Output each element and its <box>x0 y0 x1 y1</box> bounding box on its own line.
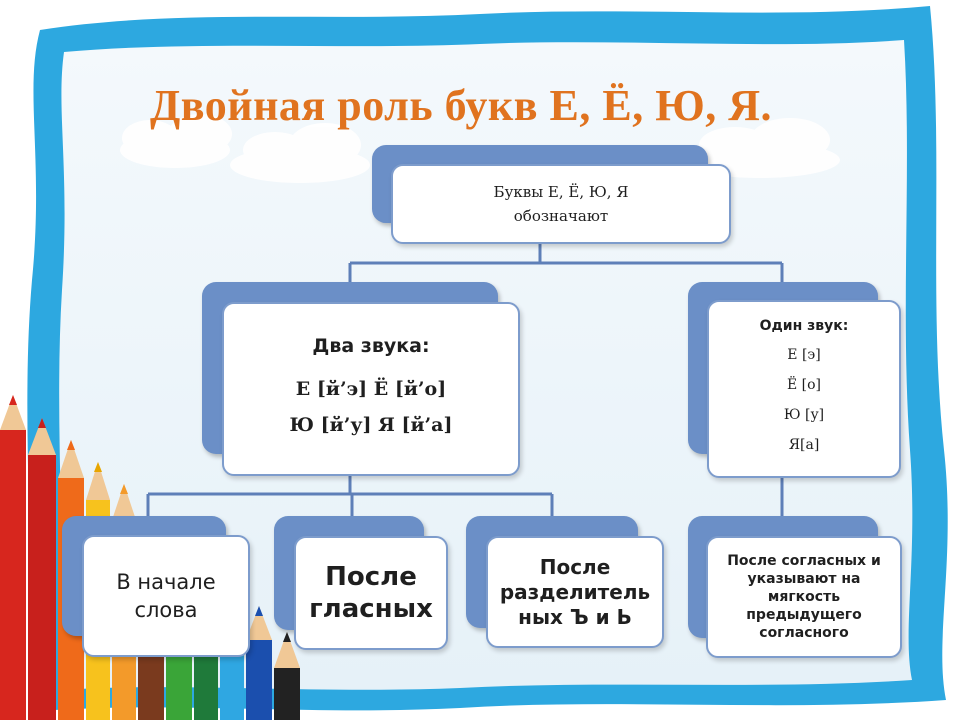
cloud-left <box>120 114 232 168</box>
after-vowels-line-1: После <box>325 562 417 592</box>
after-consonants-line-2: указывают на <box>747 571 861 587</box>
pencil-light-blue <box>220 655 244 720</box>
root-line-1: Буквы Е, Ё, Ю, Я <box>493 183 629 201</box>
one-sound-line-2: Ё [о] <box>786 377 822 393</box>
two-sounds-heading: Два звука: <box>312 335 430 357</box>
two-sounds-line-2: Ю [й’у] Я [й’а] <box>289 414 453 436</box>
cloud-center <box>230 123 370 183</box>
word-start-line-1: В начале <box>116 570 216 594</box>
pencil-black <box>274 632 300 720</box>
after-consonants-line-4: предыдущего <box>746 607 862 623</box>
one-sound-heading: Один звук: <box>759 318 849 334</box>
pencil-red-2 <box>28 418 56 720</box>
after-signs-line-2: разделитель <box>499 579 651 604</box>
after-consonants-line-1: После согласных и <box>727 553 881 569</box>
after-consonants-line-3: мягкость <box>767 589 841 605</box>
after-consonants-line-5: согласного <box>759 625 849 641</box>
one-sound-line-4: Я[а] <box>788 437 820 453</box>
root-line-2: обозначают <box>513 207 609 225</box>
two-sounds-line-1: Е [й’э] Ё [й’о] <box>295 378 447 400</box>
after-signs-line-1: После <box>539 554 611 579</box>
after-signs-line-3: ных Ъ и Ь <box>518 604 632 629</box>
pencil-red <box>0 395 26 720</box>
diagram-connectors <box>146 244 784 520</box>
one-sound-line-3: Ю [у] <box>783 407 825 423</box>
pencil-blue <box>246 606 272 720</box>
slide-title: Двойная роль букв Е, Ё, Ю, Я. <box>150 81 773 130</box>
word-start-line-2: слова <box>134 598 198 622</box>
pencil-dark-green <box>194 650 218 720</box>
after-vowels-line-2: гласных <box>309 594 433 624</box>
one-sound-line-1: Е [э] <box>787 347 821 363</box>
